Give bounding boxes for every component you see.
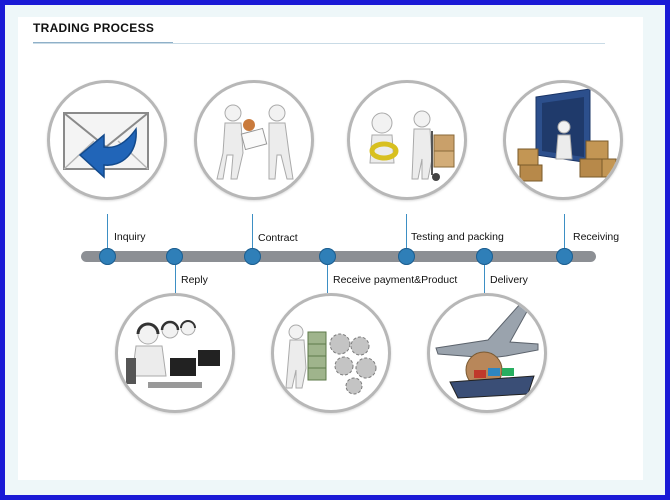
page-title: TRADING PROCESS (33, 21, 155, 35)
stem-payment (327, 258, 328, 293)
stem-inquiry (107, 214, 108, 256)
reply-illustration (115, 293, 235, 413)
title-underline (33, 43, 605, 44)
timeline-dot-payment (319, 248, 336, 265)
step-label-delivery: Delivery (490, 274, 528, 286)
envelope-reply-icon (63, 112, 149, 179)
container-boxes-icon (517, 88, 617, 182)
timeline-dot-receiving (556, 248, 573, 265)
inquiry-illustration (47, 80, 167, 200)
contract-illustration (194, 80, 314, 200)
step-label-payment: Receive payment&Product (333, 274, 458, 286)
stem-testing (406, 214, 407, 256)
timeline-dot-testing (398, 248, 415, 265)
timeline-dot-inquiry (99, 248, 116, 265)
payment-illustration (271, 293, 391, 413)
inspection-packing-icon (369, 110, 455, 181)
step-label-reply: Reply (181, 274, 208, 286)
stem-delivery (484, 258, 485, 293)
airplane-ship-icon (435, 303, 539, 399)
delivery-illustration (427, 293, 547, 413)
step-label-receiving: Receiving (573, 231, 620, 243)
stem-contract (252, 214, 253, 256)
timeline-bar (81, 251, 596, 262)
stem-receiving (564, 214, 565, 256)
receiving-illustration (503, 80, 623, 200)
step-label-contract: Contract (258, 232, 298, 244)
timeline-dot-reply (166, 248, 183, 265)
timeline-dot-delivery (476, 248, 493, 265)
stem-reply (175, 258, 176, 293)
testing-illustration (347, 80, 467, 200)
handshake-contract-icon (216, 104, 294, 180)
money-gears-icon (285, 324, 377, 395)
step-label-inquiry: Inquiry (114, 231, 146, 243)
step-label-testing: Testing and packing (411, 231, 504, 243)
timeline-dot-contract (244, 248, 261, 265)
call-center-icon (126, 320, 220, 388)
